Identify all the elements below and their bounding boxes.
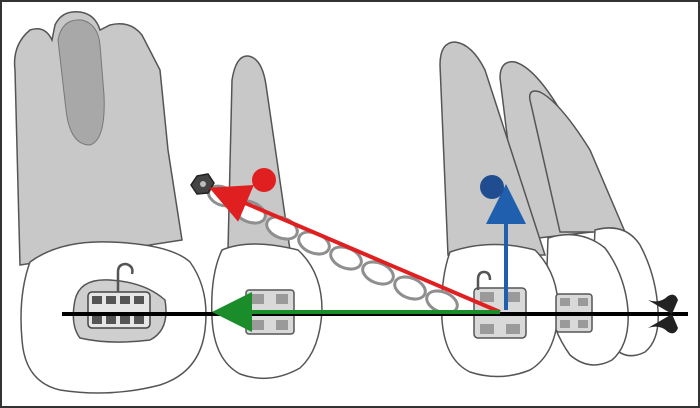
mini-implant bbox=[190, 173, 215, 195]
molar-hook bbox=[116, 262, 134, 292]
red-force-vector bbox=[209, 185, 501, 314]
central-incisor-root bbox=[528, 90, 627, 233]
archwire-end bbox=[648, 294, 678, 334]
molar-bracket bbox=[72, 262, 167, 343]
mini-implant-hole bbox=[200, 181, 206, 187]
blue-center-marker bbox=[480, 175, 504, 199]
red-center-marker bbox=[252, 168, 276, 192]
canine-hook bbox=[476, 270, 492, 290]
chain-link bbox=[361, 260, 395, 286]
chain-link bbox=[393, 275, 427, 301]
molar-root-shadow bbox=[57, 19, 105, 146]
